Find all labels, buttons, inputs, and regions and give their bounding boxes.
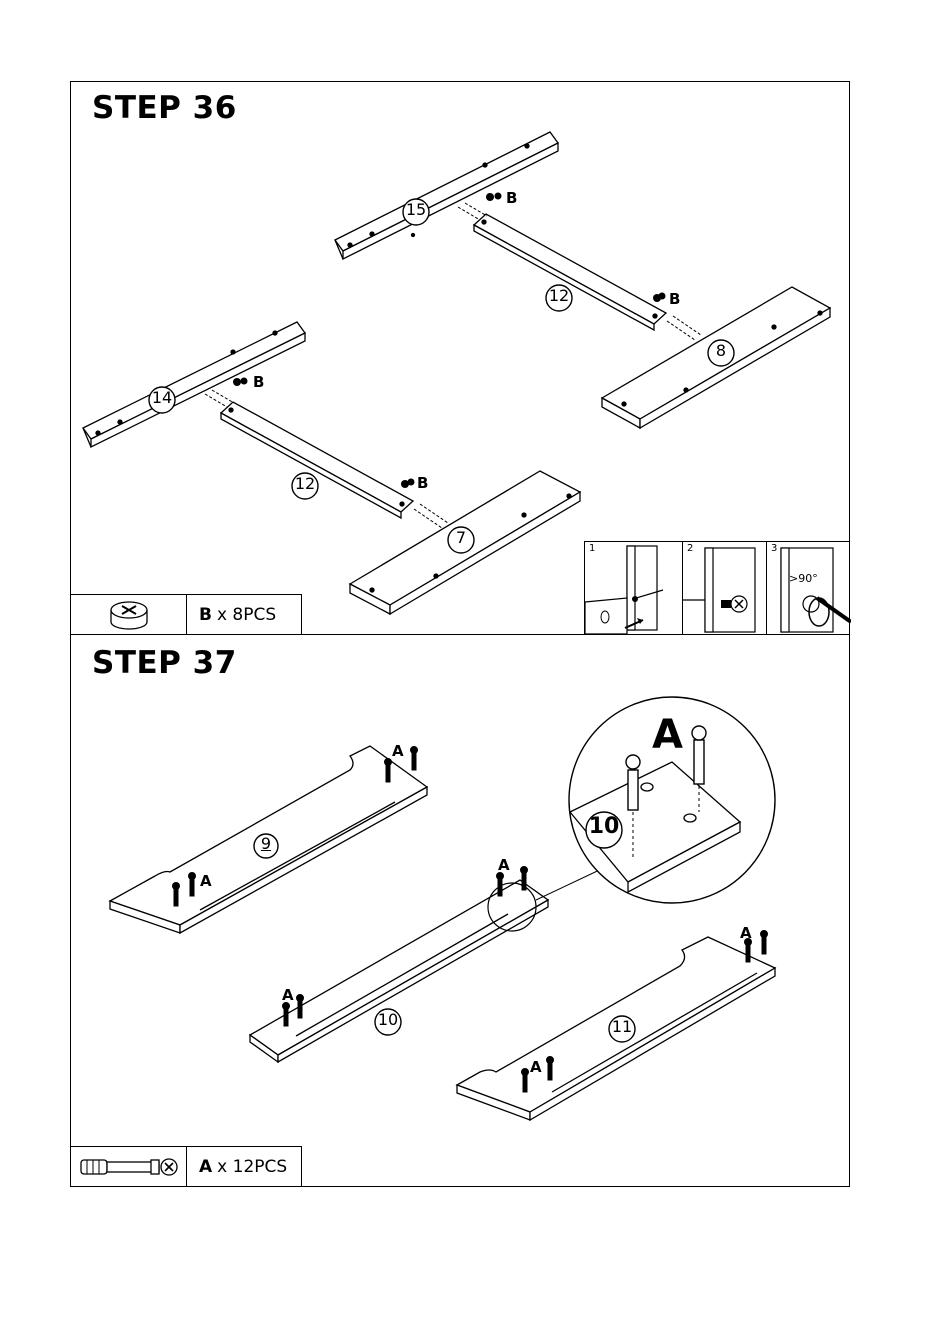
screw-a [385,759,392,783]
hardware-code: A [199,1157,212,1177]
screw-a [761,931,768,955]
screw-a [297,995,304,1019]
hardware-callout-a: A [282,986,294,1004]
hardware-count: x 12PCS [217,1157,287,1177]
screw-a [411,747,418,771]
hardware-callout-a: A [530,1058,542,1076]
zoom-part-label: 10 [586,814,622,839]
screw-a [189,873,196,897]
hardware-callout-a: A [740,924,752,942]
part-label-10: 10 [375,1010,401,1029]
part-label-9: 9 [254,834,278,853]
hardware-callout-a: A [200,872,212,890]
part-label-11: 11 [609,1017,635,1036]
hardware-callout-a: A [498,856,510,874]
hardware-callout-a: A [392,742,404,760]
screw-a [745,939,752,963]
hardware-box-a: A x 12PCS [70,1146,302,1187]
zoom-hardware-label: A [652,712,683,758]
dowel-screw-icon [71,1147,187,1186]
hardware-quantity-a: A x 12PCS [187,1147,301,1186]
screw-a [497,873,504,897]
board-10 [250,880,548,1062]
screw-a [283,1003,290,1027]
screw-a [547,1057,554,1081]
screw-a [173,883,180,907]
screw-a [522,1069,529,1093]
